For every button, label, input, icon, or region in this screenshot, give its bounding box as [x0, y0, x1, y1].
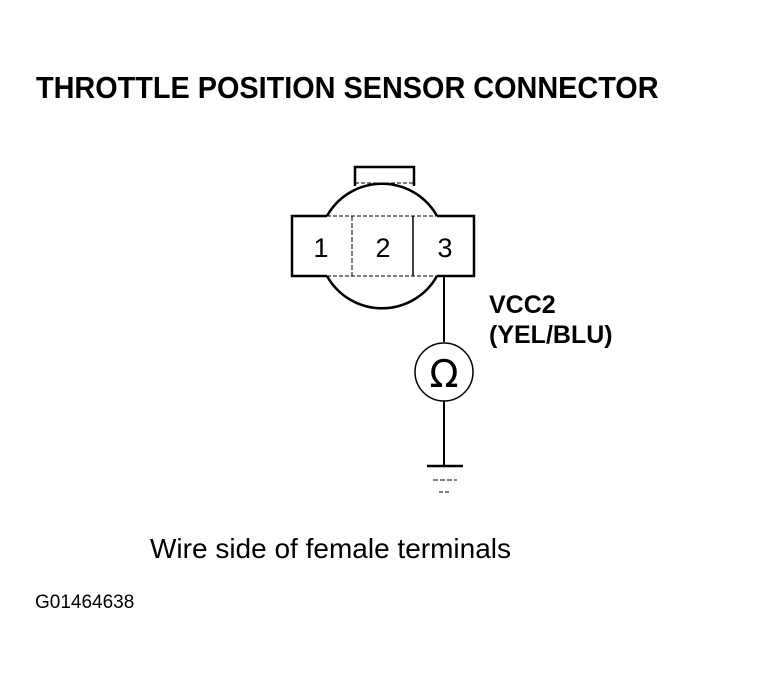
pin-1-label: 1: [313, 233, 328, 263]
view-caption: Wire side of female terminals: [150, 533, 512, 564]
svg-text:Ω: Ω: [429, 352, 458, 396]
diagram-title: THROTTLE POSITION SENSOR CONNECTOR: [36, 70, 659, 105]
connector-body: [290, 165, 476, 310]
pin-2-label: 2: [375, 233, 390, 263]
pin-3-label: 3: [437, 233, 452, 263]
wire-color: (YEL/BLU): [489, 321, 613, 349]
terminal-3-callout: VCC2 (YEL/BLU): [489, 290, 613, 350]
figure-id: G01464638: [35, 592, 135, 613]
signal-name: VCC2: [489, 291, 556, 319]
ground-icon: [427, 464, 463, 493]
ohmmeter-icon: Ω: [414, 342, 474, 402]
